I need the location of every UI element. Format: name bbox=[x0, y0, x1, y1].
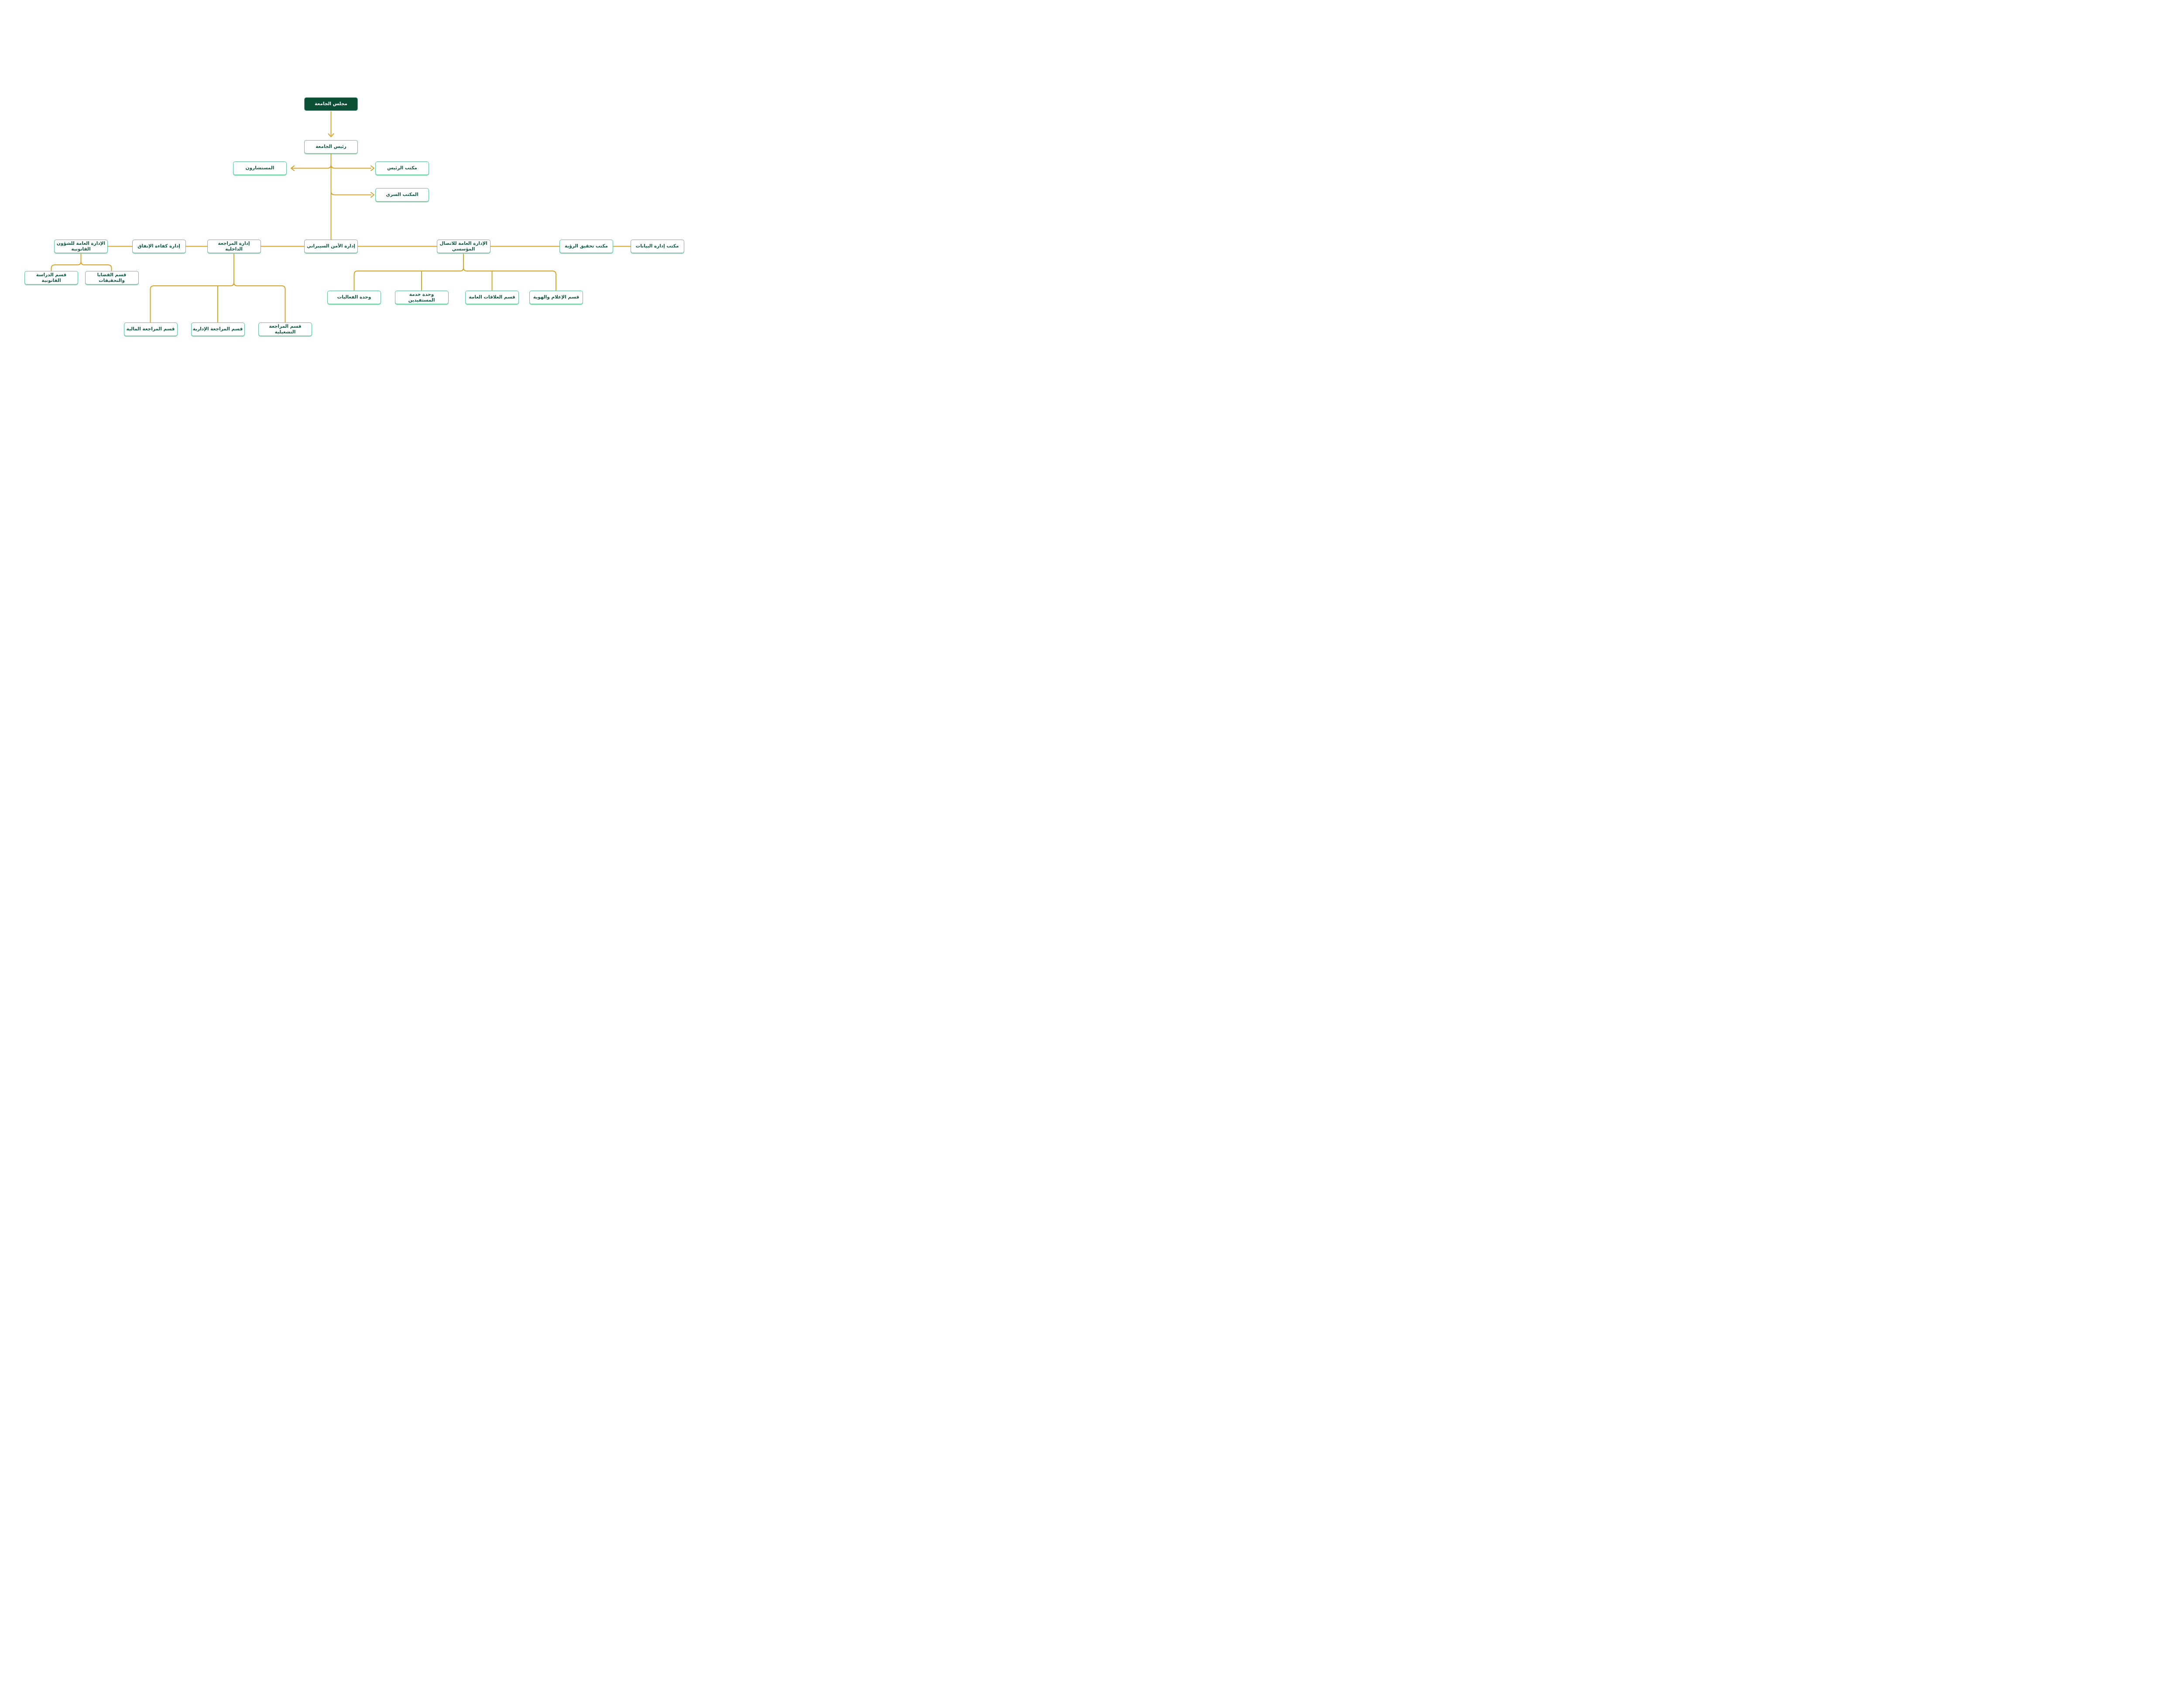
edge-legal-children bbox=[51, 254, 112, 271]
connector-lines bbox=[51, 111, 631, 322]
node-label: قسم الدراسة القانونية bbox=[36, 272, 67, 283]
node-university-council: مجلس الجامعة bbox=[304, 97, 358, 111]
node-confidential-office: المكتب السري bbox=[375, 188, 429, 202]
node-beneficiary-service-unit: وحدة خدمة المستفيدين bbox=[395, 291, 449, 304]
node-spending-efficiency-administration: إدارة كفاءة الإنفاق bbox=[132, 240, 186, 253]
edge-audit-children bbox=[150, 254, 286, 322]
node-label: إدارة الأمن السيبراني bbox=[306, 244, 355, 249]
arrowhead-left-icon bbox=[291, 165, 295, 171]
edge-president-advisors bbox=[291, 164, 332, 169]
node-label: الإدارة العامة للاتصال المؤسسي bbox=[439, 240, 487, 252]
node-cybersecurity-administration: إدارة الأمن السيبراني bbox=[304, 240, 358, 253]
node-label: قسم المراجعة التشغيلية bbox=[269, 323, 302, 335]
node-label: الإدارة العامة للشؤون القانونية bbox=[56, 240, 106, 252]
node-label: مكتب تحقيق الرؤية bbox=[564, 244, 608, 249]
node-label: قسم المراجعة الإدارية bbox=[192, 326, 243, 332]
node-label: رئيس الجامعة bbox=[316, 144, 347, 150]
node-vision-realization-office: مكتب تحقيق الرؤية bbox=[559, 240, 613, 253]
node-label: قسم العلاقات العامة bbox=[469, 295, 515, 300]
edge-comms-children bbox=[353, 254, 556, 291]
node-administrative-audit-department: قسم المراجعة الإدارية bbox=[191, 322, 245, 336]
node-financial-audit-department: قسم المراجعة المالية bbox=[124, 322, 178, 336]
node-university-president: رئيس الجامعة bbox=[304, 140, 358, 154]
node-advisors: المستشارون bbox=[233, 161, 287, 175]
node-operational-audit-department: قسم المراجعة التشغيلية bbox=[258, 322, 312, 336]
node-label: المكتب السري bbox=[386, 192, 419, 198]
node-internal-audit-administration: إدارة المراجعة الداخلية bbox=[207, 240, 261, 253]
node-public-relations-department: قسم العلاقات العامة bbox=[465, 291, 519, 304]
node-president-office: مكتب الرئيس bbox=[375, 161, 429, 175]
node-label: مكتب إدارة البيانات bbox=[635, 244, 679, 249]
arrowhead-down-icon bbox=[328, 133, 334, 137]
edge-president-office bbox=[330, 164, 371, 169]
node-label: إدارة كفاءة الإنفاق bbox=[137, 244, 180, 249]
node-label: قسم الإعلام والهوية bbox=[533, 295, 580, 300]
arrowhead-right-icon bbox=[371, 165, 374, 171]
node-legal-affairs-administration: الإدارة العامة للشؤون القانونية bbox=[54, 240, 108, 253]
org-chart-canvas: مجلس الجامعة رئيس الجامعة المستشارون مكت… bbox=[0, 0, 698, 427]
node-media-identity-department: قسم الإعلام والهوية bbox=[529, 291, 583, 304]
arrowhead-right-icon bbox=[371, 192, 374, 198]
node-events-unit: وحدة الفعاليات bbox=[327, 291, 381, 304]
node-label: مكتب الرئيس bbox=[387, 165, 417, 171]
node-label: وحدة الفعاليات bbox=[337, 295, 371, 300]
node-institutional-communication-administration: الإدارة العامة للاتصال المؤسسي bbox=[436, 240, 491, 253]
node-label: قسم المراجعة المالية bbox=[126, 326, 175, 332]
node-label: قسم القضايا والتحقيقات bbox=[97, 272, 127, 283]
node-label: المستشارون bbox=[245, 165, 274, 171]
node-label: وحدة خدمة المستفيدين bbox=[408, 292, 435, 303]
node-data-management-office: مكتب إدارة البيانات bbox=[630, 240, 684, 253]
node-legal-study-department: قسم الدراسة القانونية bbox=[24, 271, 78, 285]
node-label: إدارة المراجعة الداخلية bbox=[218, 240, 250, 252]
edge-president-confidential bbox=[330, 191, 371, 195]
node-label: مجلس الجامعة bbox=[315, 101, 347, 107]
node-cases-investigations-department: قسم القضايا والتحقيقات bbox=[85, 271, 139, 285]
